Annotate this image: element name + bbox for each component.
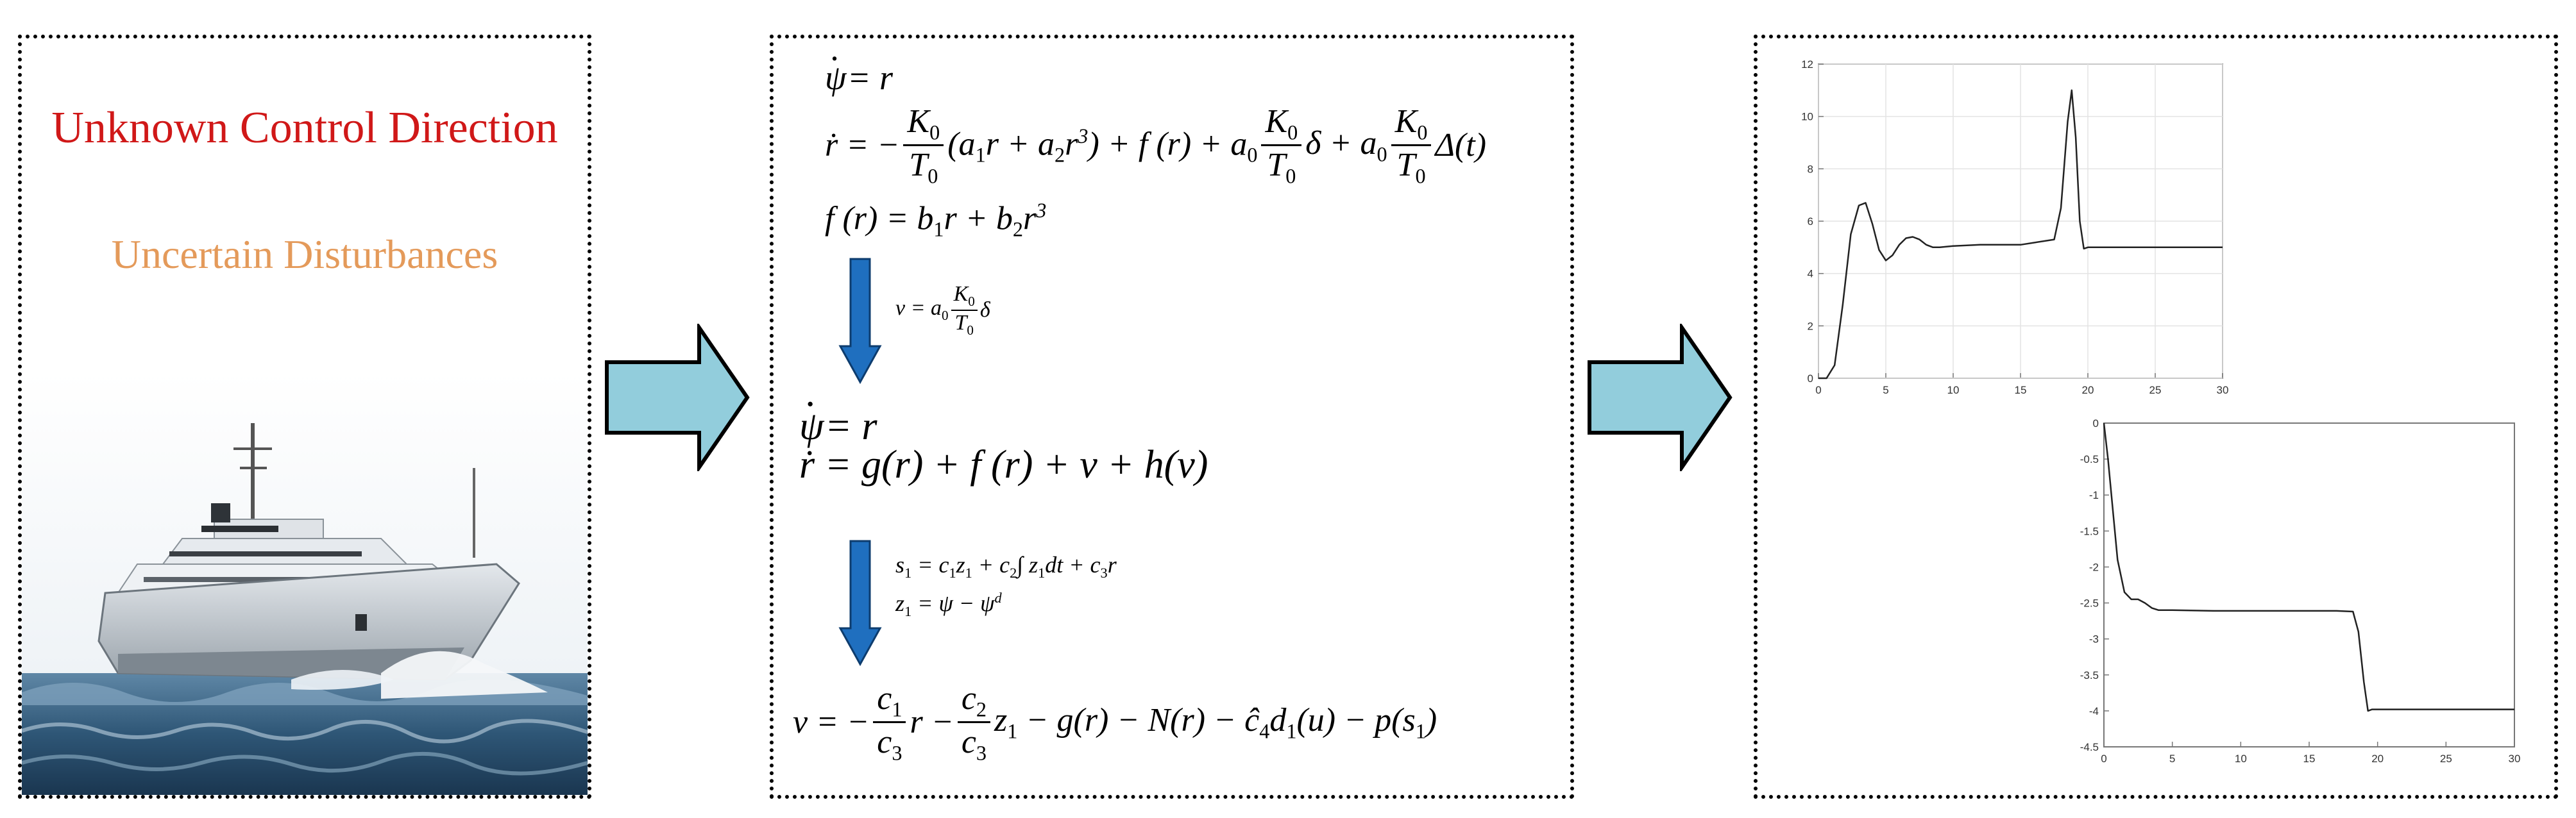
x-tick-label: 0	[2101, 753, 2106, 765]
uncertain-disturbances-label: Uncertain Disturbances	[111, 231, 498, 277]
x-tick-label: 30	[2509, 753, 2521, 765]
control-input-chart: 0 5 10 15 20 25 30 0 -0.5 -1 -1.5 -2 -2.5 -3 -3.5 -4 -4.…	[2080, 417, 2521, 765]
y-tick-label: -1.5	[2080, 525, 2099, 537]
y-tick-label: -0.5	[2080, 453, 2099, 465]
x-tick-label: 10	[1947, 384, 1960, 396]
model-eq-1: ψ·= r	[825, 39, 894, 97]
x-tick-label: 5	[2169, 753, 2175, 765]
x-tick-label: 30	[2217, 384, 2229, 396]
control-law-eq: v = − c1 c3 r − c2 c3 z1 − g(r) − N(r) −…	[793, 680, 1437, 765]
left-panel: Unknown Control Direction Uncertain Dist…	[18, 35, 591, 799]
sliding-surface-eq: s1 = c1z1 + c2∫ z1dt + c3r	[895, 552, 1117, 581]
y-tick-label: 6	[1808, 215, 1813, 228]
y-tick-label: 8	[1808, 163, 1813, 175]
y-tick-label: -3.5	[2080, 669, 2099, 681]
y-tick-label: 0	[1808, 372, 1813, 385]
y-tick-label: -1	[2089, 489, 2099, 501]
unknown-control-direction-label: Unknown Control Direction	[51, 103, 558, 153]
y-tick-label: 12	[1801, 58, 1813, 71]
right-arrow-2	[1588, 324, 1733, 471]
y-tick-label: 4	[1808, 268, 1813, 280]
x-tick-label: 20	[2082, 384, 2094, 396]
x-tick-label: 15	[2303, 753, 2316, 765]
down-arrow-1	[838, 258, 882, 385]
x-tick-label: 10	[2235, 753, 2247, 765]
y-tick-label: -4.5	[2080, 741, 2099, 753]
y-tick-label: -4	[2089, 705, 2099, 717]
substitution-eq: v = a0 K0 T0 δ	[895, 282, 990, 338]
x-tick-label: 25	[2149, 384, 2162, 396]
x-tick-label: 25	[2440, 753, 2452, 765]
y-tick-label: 10	[1801, 111, 1813, 123]
x-tick-label: 15	[2015, 384, 2027, 396]
results-panel: 0 5 10 15 20 25 30 0 2 4 6 8 10 12 0 5 10 15 20 25 30 0 -0.5 -…	[1754, 35, 2558, 799]
model-eq-3: f (r) = b1r + b2r3	[825, 199, 1047, 241]
model-eq-2: ṙ = − K0 T0 (a1r + a2r3) + f (r) + a0 K0…	[825, 103, 1487, 188]
y-tick-label: -2	[2089, 561, 2099, 573]
y-tick-label: 0	[2093, 417, 2099, 430]
y-tick-label: -3	[2089, 633, 2099, 646]
series-line	[2103, 422, 2514, 712]
down-arrow-2	[838, 540, 882, 667]
equations-panel: ψ·= r ṙ = − K0 T0 (a1r + a2r3) + f (r) +…	[770, 35, 1574, 799]
transformed-eq-2: ṙ = g(r) + f (r) + v + h(v)	[799, 443, 1208, 487]
x-tick-label: 20	[2371, 753, 2384, 765]
transformed-eq-1: ψ·= r	[799, 383, 877, 448]
x-tick-label: 0	[1815, 384, 1821, 396]
plot-area	[2103, 422, 2515, 747]
tracking-error-eq: z1 = ψ − ψd	[895, 590, 1002, 620]
y-tick-label: 2	[1808, 320, 1813, 332]
series-line	[1818, 89, 2223, 380]
heading-response-chart: 0 5 10 15 20 25 30 0 2 4 6 8 10 12	[1801, 58, 2229, 396]
y-tick-label: -2.5	[2080, 597, 2099, 610]
ship-photo	[22, 372, 588, 795]
x-tick-label: 5	[1883, 384, 1888, 396]
right-arrow-1	[605, 324, 750, 471]
